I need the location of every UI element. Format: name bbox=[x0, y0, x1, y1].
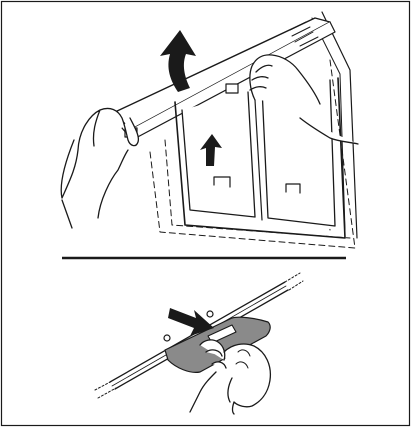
bottom-panel-latch-release bbox=[95, 273, 303, 414]
rail-screw-left bbox=[164, 335, 170, 341]
filter-cassette-left bbox=[182, 92, 255, 217]
left-hand-icon bbox=[61, 108, 138, 198]
rail-screw-right bbox=[207, 311, 213, 317]
top-panel-hood-lift bbox=[61, 12, 358, 248]
panel-clip-middle bbox=[226, 84, 238, 93]
